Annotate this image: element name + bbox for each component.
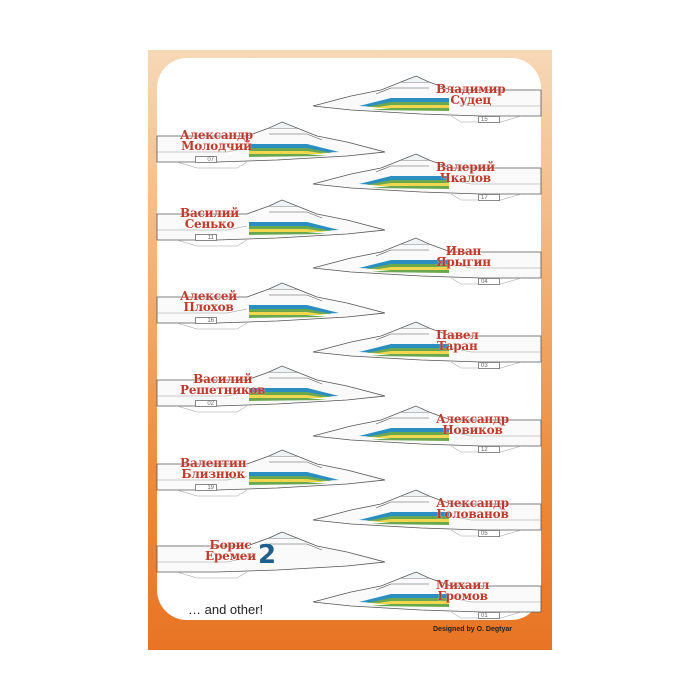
aircraft-profile-right <box>311 489 542 537</box>
large-side-number: 2 <box>258 540 277 570</box>
tail-number: 16 <box>195 317 217 324</box>
aircraft-profile-left <box>156 449 387 497</box>
pilot-first-name: Владимир <box>436 82 506 96</box>
pilot-first-name: Борис <box>209 538 252 552</box>
pilot-first-name: Александр <box>436 412 509 426</box>
pilot-first-name: Валентин <box>180 456 247 470</box>
tail-number: 17 <box>478 194 500 201</box>
aircraft-profile-left <box>156 282 387 330</box>
pilot-first-name: Павел <box>436 328 479 342</box>
pilot-last-name: Таран <box>436 339 478 353</box>
pilot-last-name: Судец <box>450 93 492 107</box>
aircraft-profile-right <box>311 237 542 285</box>
pilot-last-name: Близнюк <box>181 467 245 481</box>
tail-number: 05 <box>478 530 500 537</box>
aircraft-profile-left <box>156 121 387 169</box>
tail-number: 07 <box>195 156 217 163</box>
aircraft-profile-left <box>156 199 387 247</box>
tail-number: 11 <box>195 234 217 241</box>
aircraft-profile-right <box>311 405 542 453</box>
aircraft-profile-right <box>311 321 542 369</box>
tail-number: 12 <box>478 446 500 453</box>
pilot-last-name: Еремеи <box>205 549 256 563</box>
pilot-first-name: Василий <box>180 206 239 220</box>
pilot-last-name: Молодчий <box>181 139 252 153</box>
tail-number: 01 <box>478 612 500 619</box>
pilot-last-name: Голованов <box>436 507 509 521</box>
tail-number: 03 <box>478 362 500 369</box>
aircraft-profile-left <box>156 365 387 413</box>
tail-number: 19 <box>195 484 217 491</box>
pilot-last-name: Новиков <box>442 423 503 437</box>
pilot-first-name: Александр <box>436 496 509 510</box>
pilot-last-name: Плохов <box>183 300 234 314</box>
pilot-last-name: Громов <box>437 589 488 603</box>
aircraft-profile-right <box>311 75 542 123</box>
pilot-last-name: Решетников <box>180 383 266 397</box>
aircraft-profile-right <box>311 153 542 201</box>
pilot-first-name: Иван <box>445 244 482 258</box>
tail-number: 15 <box>478 116 500 123</box>
pilot-last-name: Сенько <box>184 217 235 231</box>
pilot-first-name: Василий <box>193 372 253 386</box>
pilot-first-name: Александр <box>180 128 253 142</box>
pilot-last-name: Ярыгин <box>436 255 491 269</box>
pilot-first-name: Алексей <box>180 289 237 303</box>
pilot-last-name: Чкалов <box>439 171 491 185</box>
caption-text: … and other! <box>188 602 264 617</box>
designer-credit: Designed by O. Degtyar <box>433 626 512 633</box>
tail-number: 04 <box>478 278 500 285</box>
pilot-first-name: Валерий <box>436 160 495 174</box>
pilot-first-name: Михаил <box>436 578 490 592</box>
tail-number: 02 <box>195 400 217 407</box>
aircraft-profile-left <box>156 531 387 579</box>
aircraft-profile-right <box>311 571 542 619</box>
